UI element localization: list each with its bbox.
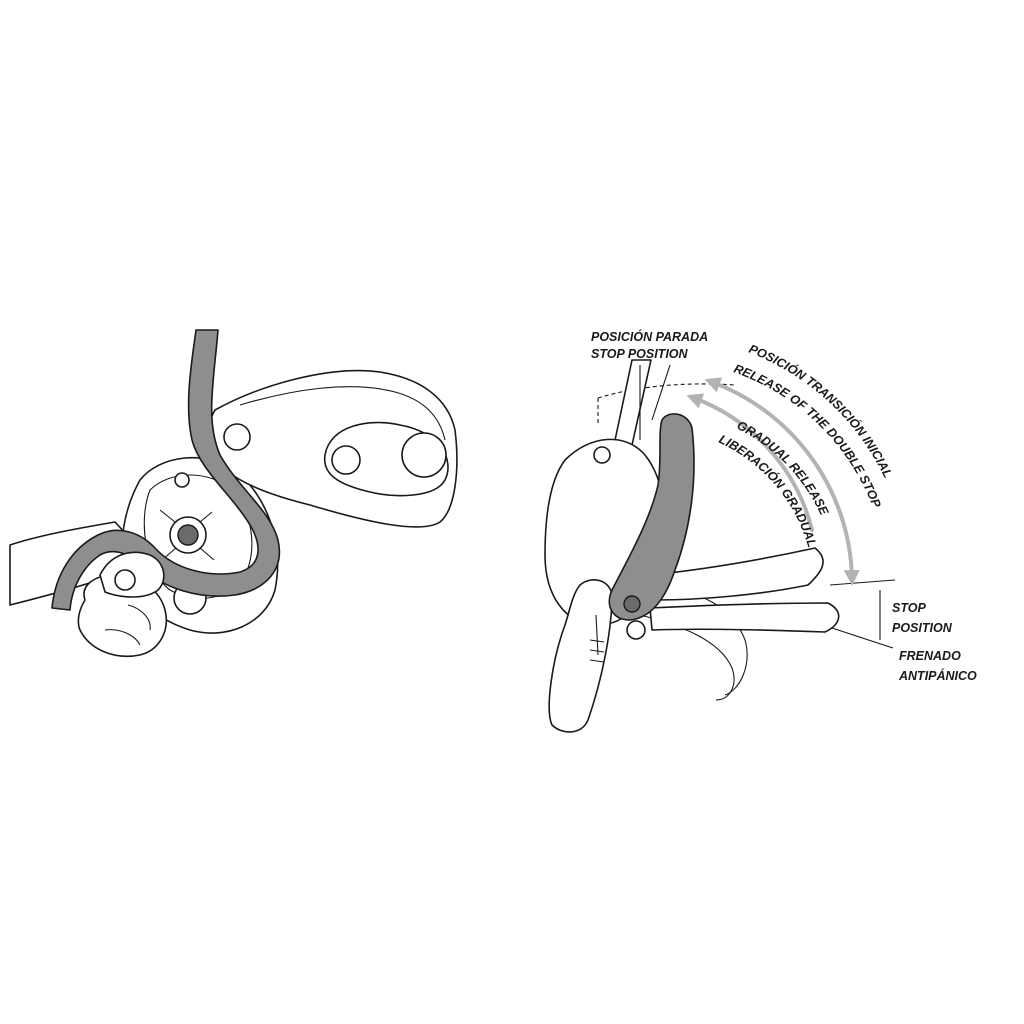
bottom-rivet-icon: [626, 620, 646, 640]
lever-stop-position: [608, 413, 695, 621]
label-stop-position-es: POSICIÓN PARADA: [591, 329, 708, 344]
handle-inner-edge: [239, 386, 446, 441]
handle-hole-large-icon: [401, 432, 447, 478]
leader-antipanic: [831, 627, 894, 649]
carabiner-gate: [589, 614, 605, 663]
small-rivet-icon: [174, 472, 190, 488]
rope-main: [51, 329, 281, 611]
label-stop-right-1: STOP: [892, 601, 926, 615]
lever-ghost-lower: [649, 602, 840, 633]
thumb-knuckle-icon: [114, 569, 136, 591]
leader-stop-top-2: [651, 364, 671, 421]
finger-lines: [104, 604, 151, 646]
label-transition-es: POSICIÓN TRANSICIÓN INICIAL: [747, 342, 895, 480]
arrow-gradual-release: [686, 393, 814, 532]
axle-center-icon: [177, 524, 199, 546]
label-antipanic-2: ANTIPÁNICO: [898, 668, 977, 683]
label-antipanic-1: FRENADO: [899, 649, 961, 663]
label-stop-right-2: POSITION: [892, 621, 953, 635]
axle-spokes: [159, 509, 215, 561]
left-illustration: [9, 329, 458, 657]
arrow-release-double-stop: [704, 377, 860, 586]
reference-arc-dashed: [597, 383, 736, 399]
handle-hole-small-icon: [331, 445, 361, 475]
right-illustration: [544, 359, 896, 733]
lever-pivot-icon: [623, 595, 641, 613]
pivot-hole-icon: [223, 423, 251, 451]
label-stop-position-en: STOP POSITION: [591, 347, 689, 361]
rope-lower-loop: [649, 584, 748, 696]
rope-upper: [613, 359, 652, 446]
leader-stop-right: [829, 579, 896, 586]
top-rivet-icon: [593, 446, 611, 464]
